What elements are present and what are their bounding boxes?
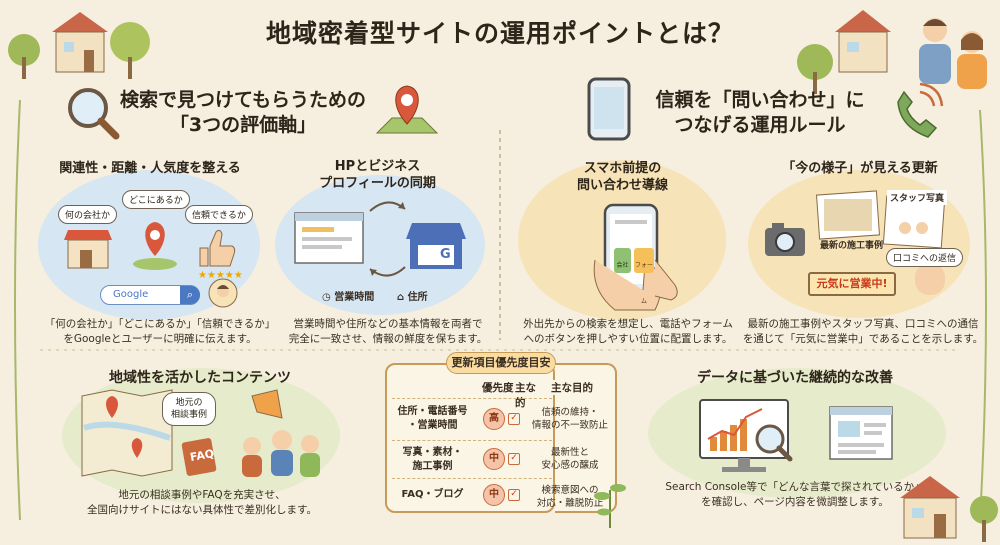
row2-purpose-2: 安心感の醸成 (541, 460, 599, 471)
mobile-title-1: スマホ前提の (583, 161, 662, 176)
mobile-title-2: 問い合わせ導線 (576, 178, 668, 193)
bubble-what-company: 何の会社か (58, 205, 118, 224)
row3-purpose-2: 対応・離脱防止 (536, 498, 604, 509)
local-caption-2: 全国向けサイトにはない具体性で差別化します。 (87, 504, 317, 516)
address-label: ⌂ 住所 (397, 292, 428, 303)
row2-priority-badge: 中 (483, 448, 505, 470)
review-reply-bubble: 口コミへの返信 (886, 248, 964, 267)
search-icon[interactable]: ⌕ (180, 286, 200, 304)
monitor-chart-illustration (699, 399, 893, 472)
row3-priority-badge: 中 (483, 484, 505, 506)
magnifier-icon (68, 88, 120, 140)
relevance-title: 関連性・距離・人気度を整える (59, 161, 241, 176)
row2-item-2: 施工事例 (412, 461, 453, 472)
row3-item-1: FAQ・ブログ (401, 489, 464, 500)
mobile-caption-2: へのボタンを押しやすい位置に配置します。 (523, 333, 733, 345)
hours-label: ◷ 営業時間 (322, 292, 375, 303)
updates-caption-1: 最新の施工事例やスタッフ写真、口コミへの通信 (747, 318, 979, 330)
updates-title: 「今の様子」が見える更新 (782, 161, 938, 176)
form-button[interactable]: フォーム (634, 248, 654, 305)
row-divider (392, 478, 552, 479)
bottom-house-illustration (900, 476, 998, 542)
row1-check-icon: ✓ (508, 413, 520, 425)
sync-title-1: HPとビジネス (334, 159, 421, 174)
browser-gbp-sync-illustration (294, 201, 466, 277)
family-house-illustration (797, 10, 987, 94)
local-bubble-2: 相談事例 (171, 410, 208, 420)
data-caption-2: を確認し、ページ内容を微調整します。 (701, 496, 889, 508)
right-heading-line1: 信頼を「問い合わせ」に (655, 89, 865, 111)
call-button[interactable]: 会社 (614, 248, 631, 273)
svg-text:★★★★★: ★★★★★ (198, 270, 243, 281)
data-panel-bg (648, 368, 946, 498)
bubble-trust: 信頼できるか (185, 205, 253, 224)
row3-purpose-1: 検索意図への (541, 485, 599, 496)
right-heading-line2: つなげる運用ルール (674, 114, 846, 136)
google-g-icon: G (440, 247, 451, 262)
row2-item-1: 写真・素材・ (402, 447, 463, 458)
camera-photos-illustration (765, 190, 946, 295)
col-purpose-label: 主な目的 (537, 380, 607, 395)
sync-caption-2: 完全に一致させ、情報の鮮度を保ちます。 (288, 333, 488, 345)
staff-photo-label: スタッフ写真 (887, 190, 948, 205)
row-divider (392, 440, 552, 441)
data-caption-1: Search Console等で「どんな言葉で探されているか」 (665, 481, 925, 493)
local-caption-1: 地元の相談事例やFAQを充実させ、 (118, 489, 286, 501)
user-avatar-icon (208, 278, 238, 308)
map-faq-people-illustration (81, 389, 320, 477)
left-heading-line1: 検索で見つけてもらうための (119, 89, 367, 111)
smartphone-icon (587, 77, 631, 141)
relevance-caption-2: をGoogleとユーザーに明確に伝えます。 (63, 333, 257, 345)
col-priority: 優先度 (482, 382, 514, 394)
google-search-box[interactable]: Google (100, 285, 200, 305)
clock-icon: ◷ (322, 292, 331, 303)
page-title: 地域密着型サイトの運用ポイントとは？ (265, 19, 734, 48)
search-box-label: Google (113, 289, 149, 300)
house-trees-illustration (8, 12, 150, 79)
row2-purpose-1: 最新性と (550, 447, 589, 458)
relevance-caption-1: 「何の会社か」「どこにあるか」「信頼できるか」 (44, 318, 276, 330)
local-bubble-1: 地元の (175, 398, 203, 408)
mobile-caption-1: 外出先からの検索を想定し、電話やフォーム (523, 318, 733, 330)
left-heading-line2: 「3つの評価軸」 (169, 114, 317, 136)
bubble-where: どこにあるか (122, 190, 190, 209)
sync-title-2: プロフィールの同期 (319, 176, 436, 191)
row1-priority-badge: 高 (483, 408, 505, 430)
map-pin-icon (375, 85, 439, 134)
row1-purpose-2: 情報の不一致防止 (531, 420, 608, 431)
recent-cases-label: 最新の施工事例 (820, 241, 884, 251)
open-sign: 元気に営業中! (808, 272, 896, 296)
data-title: データに基づいた継続的な改善 (697, 370, 893, 386)
sprout-icon (594, 484, 626, 528)
phone-icon (897, 82, 944, 138)
house-icon: ⌂ (397, 292, 405, 303)
row-divider (392, 398, 552, 399)
row3-check-icon: ✓ (508, 489, 520, 501)
row1-item-1: 住所・電話番号 (397, 406, 468, 417)
updates-caption-2: を通じて「元気に営業中」であることを示します。 (742, 333, 984, 345)
local-content-title: 地域性を活かしたコンテンツ (109, 370, 291, 386)
row2-check-icon: ✓ (508, 453, 520, 465)
row1-item-2: ・営業時間 (407, 420, 458, 431)
priority-table (385, 363, 555, 513)
shop-pin-like-illustration: ★★★★★ (64, 222, 243, 281)
priority-table-title: 更新項目優先度目安 (446, 352, 556, 374)
sync-caption-1: 営業時間や住所などの基本情報を両者で (293, 318, 483, 330)
row1-purpose-1: 信頼の維持・ (541, 407, 599, 418)
